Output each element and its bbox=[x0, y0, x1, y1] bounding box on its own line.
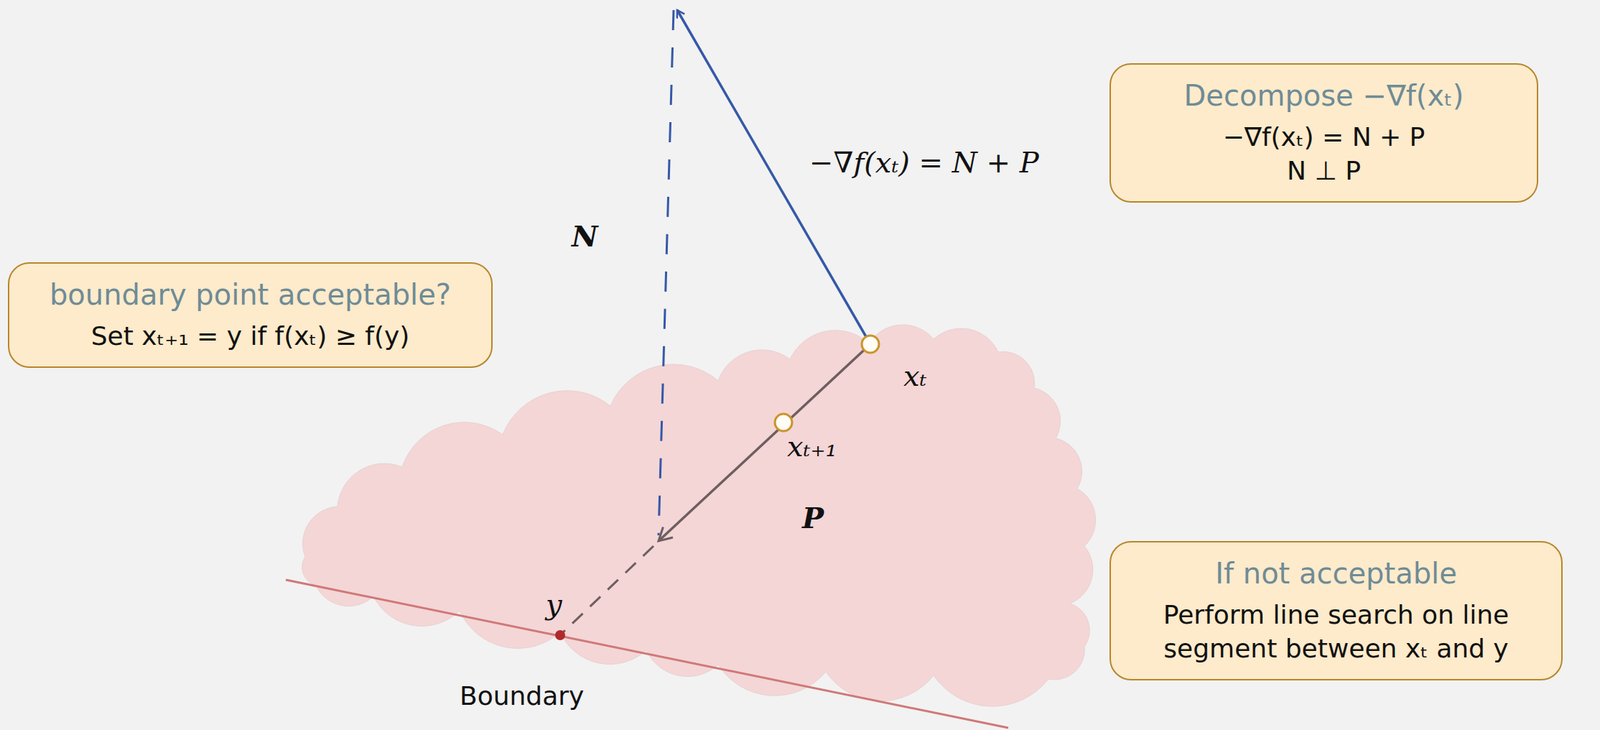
rule-text: Set xₜ₊₁ = y if f(xₜ) ≥ f(y) bbox=[28, 319, 473, 354]
point-marker bbox=[774, 413, 793, 431]
normal-component bbox=[658, 10, 674, 536]
boundary-line bbox=[285, 579, 1009, 728]
boundary-point bbox=[555, 629, 566, 640]
callout-box: If not acceptablePerform line search on … bbox=[1109, 540, 1563, 681]
point-marker bbox=[861, 335, 879, 353]
point-label: xₜ bbox=[903, 359, 927, 393]
equation: N ⊥ P bbox=[1129, 154, 1519, 189]
box-title: If not acceptable bbox=[1129, 555, 1543, 592]
component-label: N bbox=[571, 219, 599, 253]
instruction-text: Perform line search on line segment betw… bbox=[1129, 598, 1543, 666]
boundary-label: Boundary bbox=[459, 680, 584, 711]
equation: −∇f(xₜ) = N + P bbox=[1129, 120, 1519, 155]
equation-label: −∇f(xₜ) = N + P bbox=[809, 145, 1040, 179]
point-label: y bbox=[545, 587, 563, 621]
projected-arrow bbox=[658, 343, 871, 541]
feasible-region bbox=[302, 324, 1096, 706]
callout-box: Decompose −∇f(xₜ) −∇f(xₜ) = N + PN ⊥ P bbox=[1109, 63, 1539, 203]
component-label: P bbox=[802, 500, 824, 535]
box-title: boundary point acceptable? bbox=[28, 276, 473, 313]
extension-line bbox=[563, 545, 654, 632]
box-title: Decompose −∇f(xₜ) bbox=[1129, 77, 1519, 114]
point-label: xₜ₊₁ bbox=[787, 429, 838, 463]
callout-box: boundary point acceptable? Set xₜ₊₁ = y i… bbox=[7, 262, 493, 368]
